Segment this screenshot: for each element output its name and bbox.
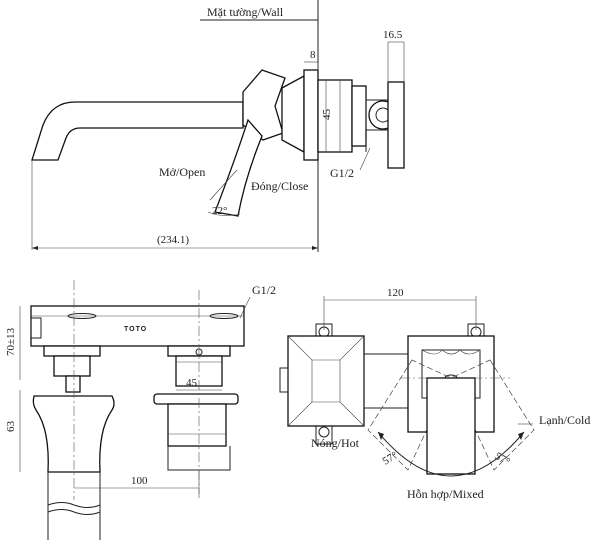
hot-label: Nóng/Hot	[311, 436, 360, 450]
side-view: Mặt tường/Wall Mở/Open Đóng/Close 22° 8	[31, 0, 405, 252]
dim-63: 63	[5, 421, 17, 433]
front-view: TOTO G1/2 70±13 63 45 100	[5, 280, 276, 540]
lever-cold	[450, 359, 535, 471]
lever-mixed	[426, 377, 476, 475]
open-label: Mở/Open	[159, 165, 205, 179]
dim-16-5: 16.5	[383, 29, 403, 41]
handle-body	[167, 403, 227, 447]
dim-234-1: (234.1)	[157, 234, 189, 246]
wall-label: Mặt tường/Wall	[207, 5, 284, 19]
mixed-label: Hỗn hợp/Mixed	[407, 487, 484, 501]
angle-right: 57°	[493, 450, 512, 468]
dim-120: 120	[387, 287, 404, 299]
dim-8: 8	[310, 49, 316, 61]
spout-front	[32, 395, 115, 473]
dim-45-top: 45	[321, 109, 333, 121]
thread-top-label: G1/2	[330, 166, 354, 180]
spout	[31, 101, 244, 161]
dim-70-13: 70±13	[5, 327, 17, 356]
flange	[303, 69, 319, 161]
cold-label: Lạnh/Cold	[539, 413, 590, 427]
body-cone	[281, 74, 305, 154]
thread-bottom-label: G1/2	[252, 283, 276, 297]
lever-arm	[214, 118, 263, 217]
cartridge-ring	[351, 85, 367, 147]
close-label: Đóng/Close	[251, 179, 308, 193]
dim-45-front: 45	[186, 377, 198, 389]
dim-100: 100	[131, 475, 148, 487]
spout-top	[287, 335, 365, 427]
angle-22-label: 22°	[212, 205, 227, 217]
handle-cap	[153, 393, 239, 405]
swing-arc	[377, 431, 525, 477]
brand-logo: TOTO	[124, 326, 147, 333]
mount-plate	[387, 81, 405, 169]
lever-hot	[367, 359, 452, 471]
plan-view: 120 57° 57° Nóng/Hot Lạnh/Cold Hỗn hợp/M…	[279, 287, 590, 501]
